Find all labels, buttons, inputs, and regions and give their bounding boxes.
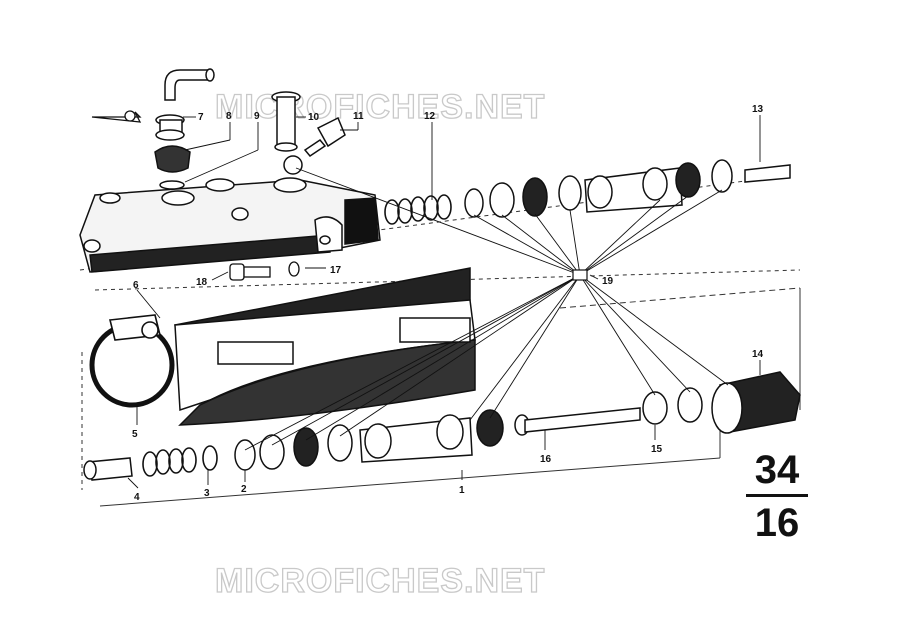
callout-1: 1 <box>459 485 465 496</box>
callout-17: 17 <box>330 265 342 276</box>
watermark-top: MICROFICHES.NET <box>215 88 545 126</box>
hose-clamp <box>89 314 175 408</box>
callout-19: 19 <box>602 276 614 287</box>
callout-16: 16 <box>540 454 552 465</box>
upper-spring <box>384 194 452 225</box>
callout-13: 13 <box>752 104 764 115</box>
part-19-marker <box>572 269 588 281</box>
group-number-sub: 16 <box>754 501 800 545</box>
callout-4: 4 <box>134 492 140 503</box>
dust-boot <box>711 371 801 434</box>
washer-17 <box>288 261 300 277</box>
bolt-18 <box>229 263 271 281</box>
clip-part <box>91 110 142 123</box>
sleeve-fitting <box>271 91 301 152</box>
callout-8: 8 <box>226 111 232 122</box>
callout-18: 18 <box>196 277 208 288</box>
callout-6: 6 <box>133 280 139 291</box>
group-number-divider <box>746 494 808 497</box>
lower-spring <box>142 445 218 477</box>
watermark-bottom: MICROFICHES.NET <box>215 562 545 600</box>
callout-12: 12 <box>424 111 436 122</box>
lower-internals <box>83 387 703 481</box>
lower-frame <box>81 287 801 507</box>
group-number-main: 34 <box>754 448 800 492</box>
callout-7: 7 <box>198 112 204 123</box>
master-cylinder-body <box>79 177 381 273</box>
group-number: 34 16 <box>744 448 810 545</box>
washer-small <box>283 155 303 175</box>
callout-10: 10 <box>308 112 320 123</box>
callout-15: 15 <box>651 444 663 455</box>
callout-11: 11 <box>353 111 364 122</box>
callout-leaders <box>127 115 761 489</box>
leader-lines-19 <box>244 167 729 451</box>
callout-9: 9 <box>254 111 260 122</box>
callout-5: 5 <box>132 429 138 440</box>
grommet <box>154 145 191 190</box>
bleeder-screw <box>303 116 346 157</box>
bracket-shield <box>174 267 476 426</box>
callout-14: 14 <box>752 349 764 360</box>
callout-2: 2 <box>241 484 247 495</box>
elbow-fitting <box>155 68 215 141</box>
callout-3: 3 <box>204 488 210 499</box>
upper-internals <box>464 159 791 218</box>
